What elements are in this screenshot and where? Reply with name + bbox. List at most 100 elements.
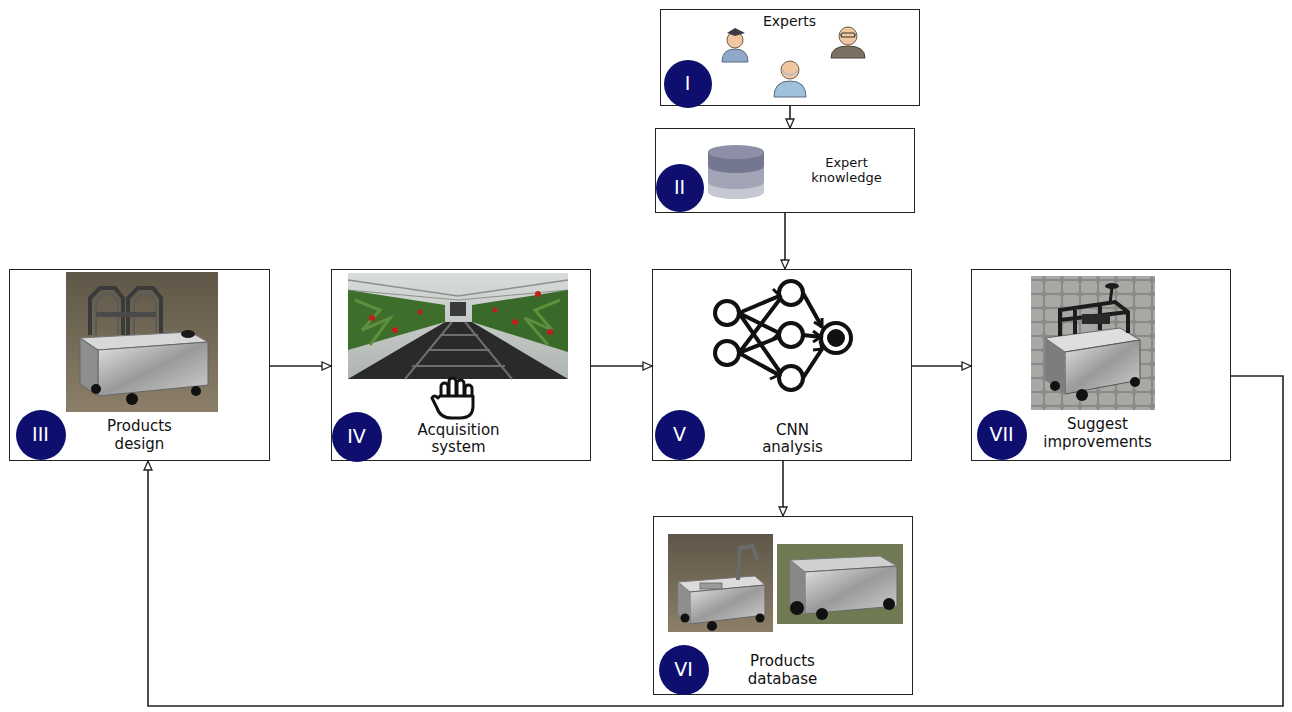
greenhouse-photo <box>450 302 466 316</box>
improved-robot-photo <box>1082 314 1110 324</box>
greenhouse-photo <box>547 329 553 335</box>
step-number-badge: IV <box>332 412 382 462</box>
improved-robot-photo <box>1045 338 1065 394</box>
step-number: IV <box>347 426 366 448</box>
network-icon <box>829 331 843 345</box>
flow-arrow <box>148 376 1283 706</box>
expert-icons <box>722 27 865 97</box>
process-box: Acquisition system IV <box>331 269 591 461</box>
step-number: II <box>674 177 685 199</box>
network-icon <box>779 366 803 390</box>
expert-icons <box>839 27 857 45</box>
greenhouse-photo <box>535 291 541 297</box>
improved-robot-photo <box>1076 389 1088 401</box>
greenhouse-photo <box>348 280 568 296</box>
improved-robot-photo <box>1060 302 1128 336</box>
box-label: Expert knowledge <box>799 156 895 186</box>
greenhouse-photo <box>392 327 398 333</box>
box-label: Experts <box>740 13 840 29</box>
knowledge-box: Expert knowledgeII <box>655 128 915 213</box>
greenhouse-photo <box>512 319 518 325</box>
improved-robot-photo <box>1031 276 1155 410</box>
database-icon <box>708 145 764 199</box>
network-icon <box>739 296 780 375</box>
expert-icons <box>782 70 798 75</box>
greenhouse-photo <box>348 273 568 379</box>
flow-arrow <box>782 461 784 516</box>
expert-icons <box>831 46 865 58</box>
database-photos <box>805 566 897 614</box>
robot-photo <box>66 272 218 412</box>
step-number-badge: II <box>656 164 704 212</box>
improved-robot-photo <box>1130 377 1140 387</box>
step-number-badge: V <box>655 410 705 460</box>
box-label: CNN analysis <box>751 422 835 457</box>
database-photos <box>738 546 758 580</box>
greenhouse-photo <box>369 315 375 321</box>
step-number-badge: VI <box>659 645 709 695</box>
process-box: Products design III <box>9 269 270 461</box>
process-box: CNN analysis V <box>652 269 912 461</box>
hand-icon <box>432 378 473 418</box>
network-icon <box>779 281 803 305</box>
experts-box: ExpertsI <box>660 9 920 106</box>
robot-photo <box>66 272 218 412</box>
improved-robot-photo <box>1110 288 1112 303</box>
database-photos <box>668 534 773 632</box>
step-number: VI <box>674 659 693 681</box>
step-number-badge: I <box>664 60 712 108</box>
database-photos <box>668 534 903 632</box>
process-box: Suggest improvementsVII <box>971 269 1231 461</box>
step-number-badge: III <box>16 410 66 460</box>
improved-robot-photo <box>1050 381 1060 391</box>
database-photos <box>700 583 722 589</box>
greenhouse-photo <box>493 308 498 313</box>
improved-robot-photo <box>1105 283 1119 289</box>
box-label: Products database <box>736 653 830 688</box>
robot-photo <box>96 312 156 317</box>
step-number: VII <box>989 424 1013 446</box>
database-photos <box>883 598 895 610</box>
expert-icons <box>841 33 855 37</box>
expert-icons <box>774 81 806 97</box>
database-photos <box>707 621 717 631</box>
flow-arrow <box>789 106 791 128</box>
box-label: Acquisition system <box>403 422 515 457</box>
expert-icons <box>781 61 799 79</box>
database-box: Products database VI <box>653 516 913 695</box>
robot-photo <box>90 288 123 335</box>
robot-photo <box>191 386 201 396</box>
robot-photo <box>128 288 161 335</box>
network-icon <box>715 281 851 390</box>
robot-photo <box>181 330 195 338</box>
improved-robot-photo <box>1031 276 1155 410</box>
expert-icons <box>727 28 745 36</box>
database-icon <box>708 145 764 159</box>
database-photos <box>756 614 765 623</box>
database-photos <box>681 614 690 623</box>
box-label: Products design <box>84 418 196 453</box>
network-icon <box>715 301 739 325</box>
greenhouse-photo <box>348 322 568 379</box>
greenhouse-photo <box>405 322 512 379</box>
network-icon <box>821 323 851 353</box>
improved-robot-photo <box>1065 340 1140 394</box>
robot-photo <box>91 384 101 394</box>
network-icon <box>770 289 822 379</box>
step-number-badge: VII <box>977 410 1027 460</box>
expert-icons <box>722 49 748 62</box>
robot-photo <box>126 393 138 405</box>
database-photos <box>678 582 690 624</box>
robot-photo <box>98 342 208 396</box>
database-photos <box>790 560 805 614</box>
greenhouse-photo <box>418 310 423 315</box>
step-number: V <box>673 424 686 446</box>
database-photos <box>790 601 804 615</box>
greenhouse-photo <box>348 273 568 379</box>
flow-arrow <box>591 365 652 367</box>
greenhouse-photo <box>355 300 390 345</box>
greenhouse-photo <box>525 300 560 345</box>
